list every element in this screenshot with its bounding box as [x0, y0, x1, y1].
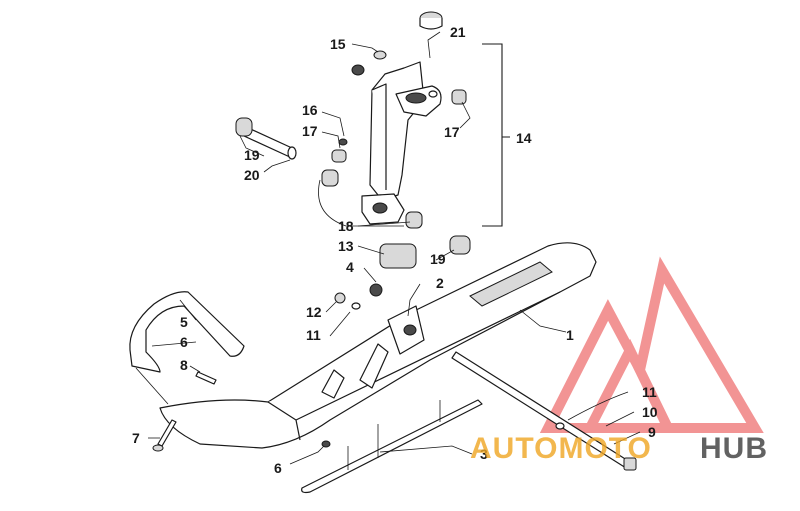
callout-1: 1 — [566, 327, 574, 343]
nut-4 — [369, 283, 383, 297]
callout-20: 20 — [244, 167, 260, 183]
bushing-18-b — [405, 211, 423, 229]
bushing-19-right — [449, 235, 471, 255]
bushing-17-right — [451, 89, 467, 105]
watermark-text: AUTOMOTO HUB — [470, 432, 768, 465]
ski — [129, 242, 637, 494]
callout-6-upper: 6 — [180, 334, 188, 350]
washer-11-right — [555, 422, 565, 430]
callout-3: 3 — [480, 446, 488, 462]
callout-12: 12 — [306, 304, 322, 320]
callout-13: 13 — [338, 238, 354, 254]
bushing-17-left — [331, 149, 347, 163]
spindle-assembly — [235, 11, 510, 255]
washer-6-lower — [321, 440, 331, 448]
callout-4: 4 — [346, 259, 354, 275]
damper-13 — [379, 243, 417, 269]
callout-numbers: 21 15 16 17 17 14 19 20 18 13 19 4 2 12 … — [132, 24, 658, 476]
nut-12 — [334, 292, 346, 304]
callout-9: 9 — [648, 424, 656, 440]
bushing-18-a — [321, 169, 339, 187]
callout-11-right: 11 — [642, 384, 657, 400]
bolt-7 — [157, 419, 177, 447]
callout-11-left: 11 — [306, 327, 321, 343]
ski-handle-5 — [129, 291, 245, 373]
watermark-text-automoto: AUTOMOTO — [470, 432, 652, 465]
shaft-19-20 — [235, 117, 297, 160]
callout-16: 16 — [302, 102, 318, 118]
callout-2: 2 — [436, 275, 444, 291]
callout-19-left: 19 — [244, 147, 260, 163]
callout-10: 10 — [642, 404, 658, 420]
leader-lines — [135, 31, 641, 465]
callout-8: 8 — [180, 357, 188, 373]
callout-6-lower: 6 — [274, 460, 282, 476]
bushing-15 — [351, 50, 387, 76]
bolt-8 — [195, 371, 217, 385]
callout-14: 14 — [516, 130, 532, 146]
callout-17-right: 17 — [444, 124, 460, 140]
wear-bar-3 — [301, 399, 483, 494]
washer-11-left — [351, 302, 361, 310]
group-bracket-14 — [482, 43, 510, 227]
callout-7: 7 — [132, 430, 140, 446]
callout-17-left: 17 — [302, 123, 318, 139]
callout-15: 15 — [330, 36, 346, 52]
callout-5: 5 — [180, 314, 188, 330]
callout-18: 18 — [338, 218, 354, 234]
watermark-text-hub: HUB — [700, 432, 768, 465]
callout-21: 21 — [450, 24, 466, 40]
callout-19-right: 19 — [430, 251, 446, 267]
